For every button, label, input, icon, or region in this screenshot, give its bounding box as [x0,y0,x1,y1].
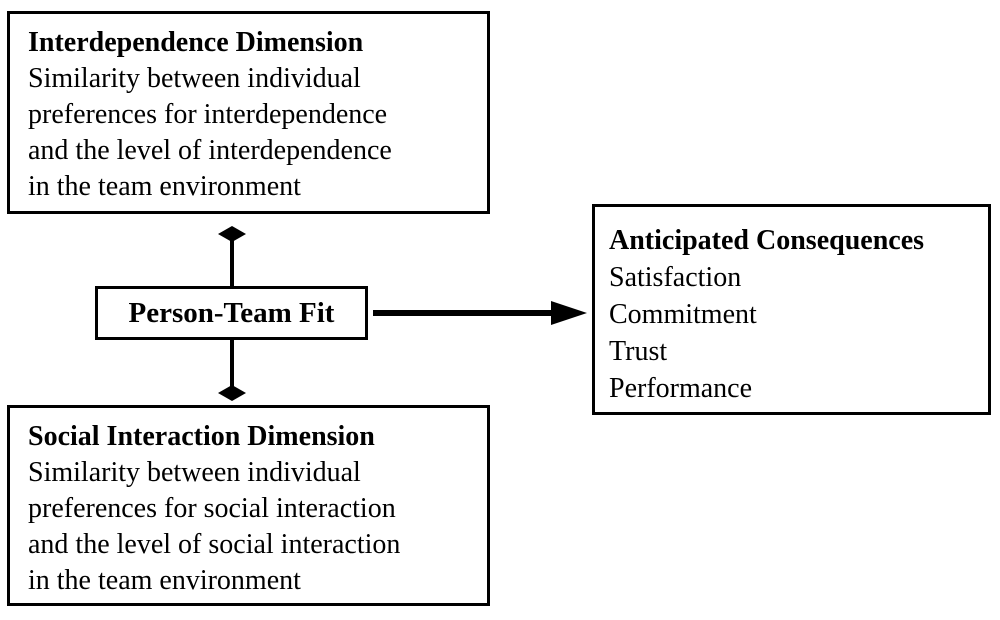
social-interaction-dimension-text-line: in the team environment [28,565,301,596]
anticipated-consequences-title: Anticipated Consequences [609,225,925,256]
interdependence-dimension-text-line: preferences for interdependence [28,99,388,130]
diamond-bottom-icon [218,385,246,401]
person-team-fit-label: Person-Team Fit [128,296,335,329]
social-interaction-dimension-text-line: Similarity between individual [28,457,361,488]
social-interaction-dimension-text-line: and the level of social interaction [28,529,401,560]
social-interaction-dimension-text-line: preferences for social interaction [28,493,396,524]
anticipated-consequences-box: Anticipated Consequences Satisfaction Co… [592,204,991,415]
interdependence-dimension-text-line: in the team environment [28,171,301,202]
consequence-item-satisfaction: Satisfaction [609,262,742,293]
person-team-fit-box: Person-Team Fit [95,286,368,340]
interdependence-dimension-text-line: Similarity between individual [28,63,361,94]
interdependence-dimension-text-line: and the level of interdependence [28,135,392,166]
interdependence-dimension-box: Interdependence Dimension Similarity bet… [7,11,490,214]
consequence-item-performance: Performance [609,373,753,404]
consequence-item-commitment: Commitment [609,299,757,330]
social-interaction-dimension-title: Social Interaction Dimension [28,421,375,452]
social-interaction-dimension-box: Social Interaction Dimension Similarity … [7,405,490,606]
diamond-top-icon [218,226,246,242]
interdependence-dimension-title: Interdependence Dimension [28,27,364,58]
consequence-item-trust: Trust [609,336,668,367]
arrow-head-icon [551,301,587,325]
